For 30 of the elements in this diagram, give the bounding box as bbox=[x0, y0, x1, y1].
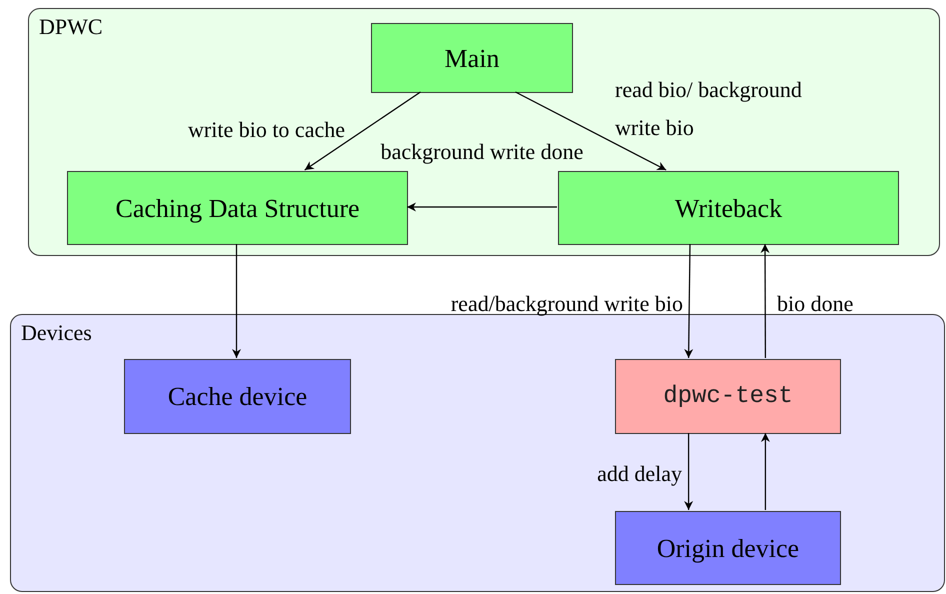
node-label: Cache device bbox=[168, 381, 308, 413]
group-title: DPWC bbox=[39, 13, 103, 40]
edge-label: read bio/ background write bio bbox=[615, 76, 803, 142]
node-label: Caching Data Structure bbox=[115, 192, 360, 225]
arrow bbox=[515, 91, 666, 171]
arrow bbox=[760, 244, 770, 358]
group-container bbox=[10, 314, 945, 592]
process-box bbox=[67, 171, 408, 245]
arrow bbox=[304, 92, 421, 170]
arrow bbox=[760, 433, 770, 510]
device-box bbox=[124, 359, 351, 434]
process-box bbox=[558, 171, 899, 245]
node-label: Origin device bbox=[656, 532, 800, 565]
arrow bbox=[232, 244, 241, 358]
edge-label: background write done bbox=[380, 138, 584, 166]
device-box bbox=[615, 511, 841, 585]
device-box bbox=[615, 359, 841, 434]
arrow bbox=[407, 202, 557, 212]
node-label: dpwc-test bbox=[663, 382, 793, 412]
node-label: Main bbox=[444, 42, 500, 74]
arrow bbox=[684, 433, 694, 510]
process-box bbox=[371, 23, 573, 93]
edge-label: read/background write bio bbox=[450, 290, 683, 318]
edge-label: add delay bbox=[596, 460, 682, 488]
edge-label: write bio to cache bbox=[187, 116, 345, 144]
group-title: Devices bbox=[21, 319, 92, 346]
group-container bbox=[28, 8, 940, 256]
edge-label: bio done bbox=[777, 290, 854, 318]
node-label: Writeback bbox=[674, 192, 782, 224]
arrow bbox=[684, 244, 694, 358]
